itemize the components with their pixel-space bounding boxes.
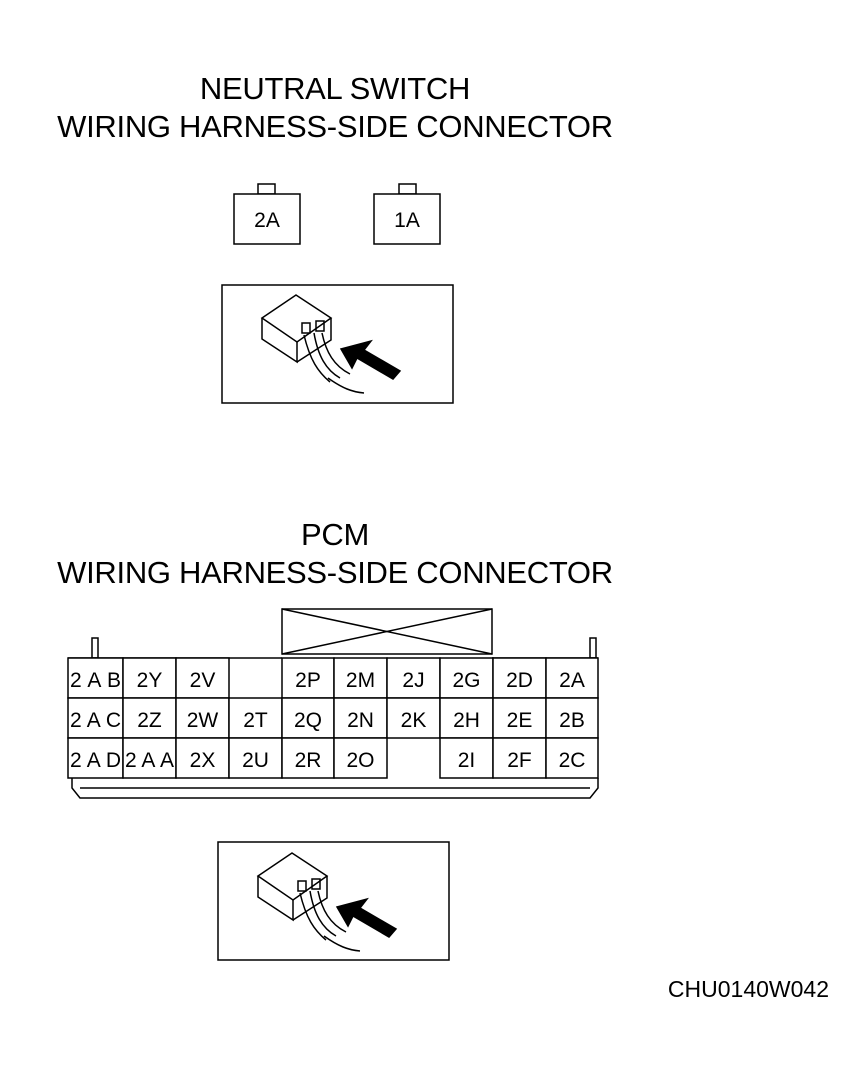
figure-code: CHU0140W042 (667, 976, 829, 1002)
pcm-title-line2: WIRING HARNESS-SIDE CONNECTOR (57, 555, 613, 590)
pcm-terminal-cell-2W (175, 697, 230, 739)
neutral-switch-terminal-1A-label: 1A (394, 209, 420, 232)
pcm-terminal-label-2R: 2R (295, 749, 322, 772)
pcm-terminal-cell-2R (281, 737, 335, 779)
connector-body-icon (256, 852, 361, 952)
neutral-switch-title-line2: WIRING HARNESS-SIDE CONNECTOR (57, 109, 613, 144)
insertion-arrow-icon (339, 339, 402, 380)
insertion-arrow-icon (335, 897, 398, 938)
pcm-title: PCM WIRING HARNESS-SIDE CONNECTOR (0, 516, 670, 592)
pcm-terminal-label-2V: 2V (190, 669, 216, 692)
pcm-terminal-label-2O: 2O (346, 749, 374, 772)
pcm-terminal-label-2H: 2H (453, 709, 480, 732)
neutral-switch-terminal-2A (233, 183, 301, 245)
pcm-terminal-label-2X: 2X (190, 749, 216, 772)
pcm-terminal-label-2W: 2W (187, 709, 219, 732)
pcm-terminal-label-2E: 2E (507, 709, 533, 732)
pcm-terminal-label-2I: 2I (458, 749, 476, 772)
pcm-terminal-cell-2J (386, 657, 441, 699)
pcm-terminal-label-2P: 2P (295, 669, 321, 692)
pcm-terminal-label-2U: 2U (242, 749, 269, 772)
pcm-terminal-label-2F: 2F (507, 749, 532, 772)
pcm-terminal-label-2AC: 2AC (70, 709, 121, 732)
pcm-terminal-cell-2P (281, 657, 335, 699)
pcm-terminal-cell-2U (228, 737, 283, 779)
pcm-terminal-label-2AD: 2AD (70, 749, 121, 772)
connector-body-icon (260, 294, 365, 394)
pcm-terminal-label-2AB: 2AB (70, 669, 121, 692)
pcm-terminal-label-2Y: 2Y (137, 669, 163, 692)
pcm-terminal-cell-2O (333, 737, 388, 779)
pcm-view-illustration (217, 841, 450, 961)
pcm-terminal-label-2Q: 2Q (294, 709, 322, 732)
pcm-terminal-cell-2T (228, 697, 283, 739)
pcm-terminal-label-2Z: 2Z (137, 709, 162, 732)
pcm-terminal-grid: 2AB 2Y 2V 2P 2M 2J 2G 2D 2A 2AC 2Z 2W 2T 2Q 2N 2K 2H 2E 2B… (67, 657, 599, 779)
pcm-terminal-label-2AA: 2AA (125, 749, 174, 772)
neutral-switch-terminal-1A (373, 183, 441, 245)
pcm-terminal-cell-2N (333, 697, 388, 739)
pcm-terminal-cell-2B (545, 697, 599, 739)
pcm-terminal-label-2J: 2J (402, 669, 424, 692)
pcm-terminal-cell-2E (492, 697, 547, 739)
pcm-terminal-cell-2Q (281, 697, 335, 739)
neutral-switch-terminal-2A-label: 2A (254, 209, 280, 232)
pcm-terminal-cell-2F (492, 737, 547, 779)
pcm-terminal-label-2D: 2D (506, 669, 533, 692)
pcm-terminal-label-2G: 2G (452, 669, 480, 692)
pcm-terminal-label-2K: 2K (401, 709, 427, 732)
pcm-terminal-cell-2A (545, 657, 599, 699)
pcm-terminal-label-2T: 2T (243, 709, 268, 732)
pcm-terminal-cell-2G (439, 657, 494, 699)
pcm-title-line1: PCM (301, 517, 369, 552)
pcm-connector-housing (68, 608, 599, 799)
pcm-terminal-label-2A: 2A (559, 669, 585, 692)
neutral-switch-view-illustration (221, 284, 454, 404)
pcm-terminal-cell-2X (175, 737, 230, 779)
pcm-terminal-cell-2K (386, 697, 441, 739)
neutral-switch-title-line1: NEUTRAL SWITCH (199, 71, 471, 106)
pcm-terminal-label-2B: 2B (559, 709, 585, 732)
pcm-terminal-label-2N: 2N (347, 709, 374, 732)
pcm-terminal-cell-2C (545, 737, 599, 779)
pcm-terminal-label-2M: 2M (346, 669, 375, 692)
neutral-switch-title: NEUTRAL SWITCH WIRING HARNESS-SIDE CONNE… (0, 70, 670, 146)
pcm-terminal-label-2C: 2C (559, 749, 586, 772)
